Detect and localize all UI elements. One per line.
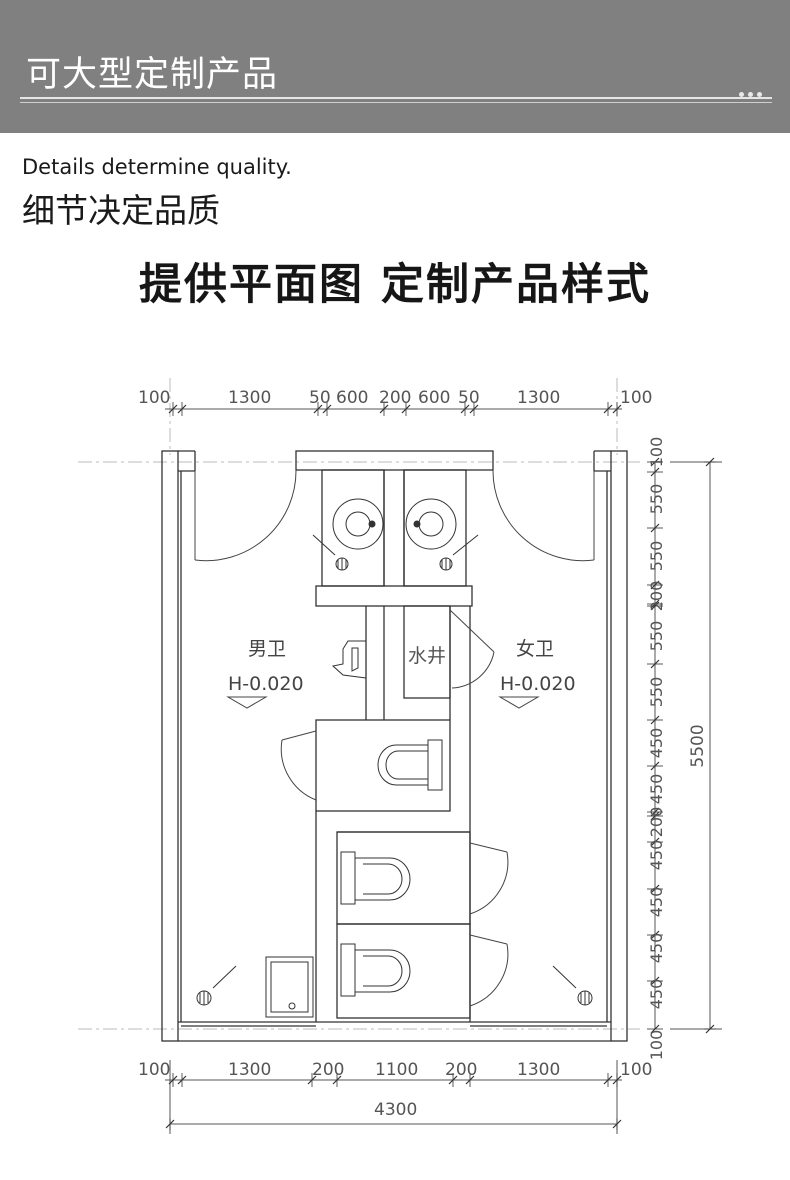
dim-label: 100 [138, 388, 170, 408]
urinal-icon [331, 640, 367, 679]
women-level-label: H-0.020 [500, 673, 576, 695]
dim-label: 550 [647, 541, 666, 572]
level-marker-icon [498, 696, 540, 709]
page-headline: 提供平面图 定制产品样式 [139, 260, 651, 310]
right-dimension-labels: 100 550 550 200 550 550 450 450 200 450 … [647, 437, 666, 1061]
dim-label: 50 [309, 388, 331, 408]
more-dots-icon [739, 82, 766, 101]
dim-label: 550 [647, 677, 666, 708]
dim-label: 450 [647, 774, 666, 805]
total-width-label: 4300 [374, 1100, 417, 1120]
dim-label: 200 [312, 1060, 344, 1080]
banner-divider-thin [20, 102, 772, 103]
tagline-english: Details determine quality. [22, 155, 292, 179]
toilet-upper-icon [377, 739, 443, 791]
toilets [340, 739, 443, 997]
men-level-label: H-0.020 [228, 673, 304, 695]
core-partitions [315, 469, 473, 1022]
dim-label: 50 [458, 388, 480, 408]
top-dimension-labels: 100 1300 50 600 200 600 50 1300 100 [138, 388, 652, 408]
women-room-label: 女卫 [516, 638, 554, 660]
dim-label: 100 [138, 1060, 170, 1080]
header-banner: 可大型定制产品 [0, 0, 790, 133]
dim-label: 200 [647, 807, 666, 838]
washbasins [332, 498, 457, 550]
banner-title: 可大型定制产品 [26, 55, 279, 95]
dim-label: 1300 [228, 1060, 271, 1080]
building-walls [161, 450, 628, 1042]
dim-label: 450 [647, 887, 666, 918]
center-lines [78, 378, 640, 1030]
dim-label: 200 [379, 388, 411, 408]
dim-label: 1300 [228, 388, 271, 408]
men-room-label: 男卫 [248, 638, 286, 660]
room-labels: 男卫 H-0.020 女卫 H-0.020 水井 [226, 638, 576, 709]
dim-label: 100 [647, 437, 666, 468]
tagline-chinese: 细节决定品质 [22, 191, 220, 230]
dim-label: 600 [418, 388, 450, 408]
water-shaft-label: 水井 [408, 645, 446, 667]
toilet-lower-icon [340, 943, 411, 997]
dim-label: 450 [647, 728, 666, 759]
dimension-ticks [165, 402, 716, 1130]
dimension-lines [165, 408, 722, 1134]
dim-label: 450 [647, 840, 666, 871]
dim-label: 550 [647, 484, 666, 515]
mop-sink-icon [265, 956, 314, 1018]
dim-label: 100 [620, 388, 652, 408]
dim-label: 100 [647, 1030, 666, 1061]
dim-label: 1300 [517, 388, 560, 408]
washbasin-left-icon [332, 498, 384, 550]
floor-drains [196, 534, 593, 1006]
washbasin-right-icon [405, 498, 457, 550]
toilet-middle-icon [340, 851, 411, 905]
dim-label: 100 [620, 1060, 652, 1080]
dim-label: 450 [647, 979, 666, 1010]
level-marker-icon [226, 696, 268, 709]
dim-label: 200 [445, 1060, 477, 1080]
bottom-dimension-labels: 100 1300 200 1100 200 1300 100 [138, 1060, 652, 1080]
dim-label: 1300 [517, 1060, 560, 1080]
dim-label: 1100 [375, 1060, 418, 1080]
dim-label: 550 [647, 621, 666, 652]
door-swings [194, 469, 595, 1007]
dim-label: 450 [647, 933, 666, 964]
dim-label: 200 [647, 581, 666, 612]
total-height-label: 5500 [688, 724, 708, 767]
banner-divider [20, 97, 772, 99]
dim-label: 600 [336, 388, 368, 408]
